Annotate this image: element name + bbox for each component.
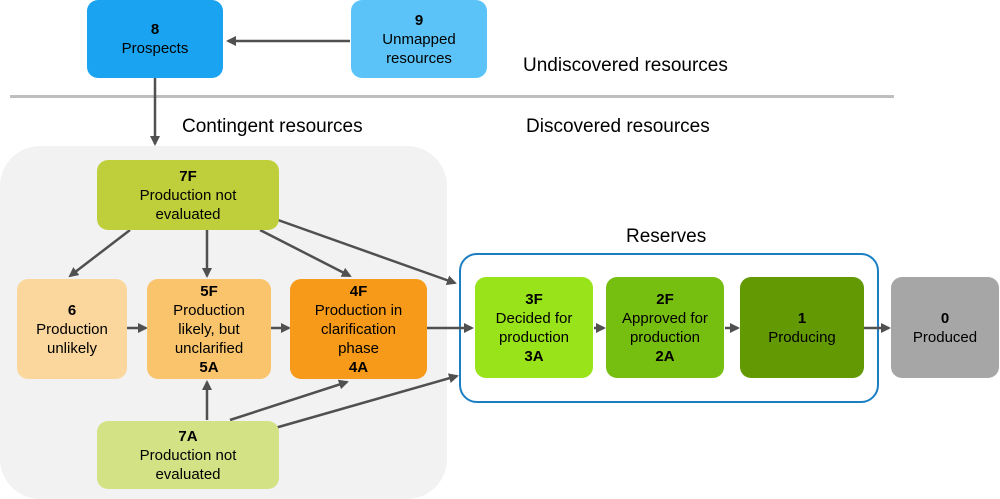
node-4-code-alt: 4A: [348, 358, 369, 376]
discovered-resources-label: Discovered resources: [526, 116, 710, 137]
node-3-code-alt: 3A: [524, 347, 544, 365]
arrow-7a-to-reserves: [274, 373, 459, 430]
node-5-code: 5F: [200, 282, 218, 300]
node-2-code-alt: 2A: [655, 347, 675, 365]
discovery-divider: [10, 95, 894, 98]
node-2-approved-for-production: 2F Approved for production 2A: [606, 277, 724, 378]
node-4-code: 4F: [349, 282, 368, 300]
node-2-code: 2F: [656, 290, 674, 308]
node-7a-production-not-evaluated: 7A Production not evaluated: [97, 421, 279, 489]
node-7f-production-not-evaluated: 7F Production not evaluated: [97, 160, 279, 230]
node-5-production-likely: 5F Production likely, but unclarified 5A: [147, 279, 271, 379]
node-1-producing: 1 Producing: [740, 277, 864, 378]
node-7a-text: Production not evaluated: [139, 446, 237, 483]
node-3-decided-for-production: 3F Decided for production 3A: [475, 277, 593, 378]
node-6-code: 6: [67, 301, 77, 319]
node-5-code-alt: 5A: [199, 358, 219, 376]
node-6-production-unlikely: 6 Production unlikely: [17, 279, 127, 379]
reserves-label: Reserves: [626, 226, 707, 247]
node-9-text: Unmapped resources: [382, 30, 456, 67]
arrow-7f-to-6: [68, 229, 131, 278]
node-4-production-in-clarification: 4F Production in clarification phase 4A: [290, 279, 427, 379]
node-9-code: 9: [414, 11, 424, 29]
node-0-text: Produced: [912, 328, 978, 346]
node-8-code: 8: [150, 21, 160, 38]
arrow-7a-to-4: [229, 379, 349, 422]
arrow-7f-to-4: [259, 228, 352, 278]
node-6-text: Production unlikely: [36, 320, 108, 357]
node-5-text: Production likely, but unclarified: [173, 301, 245, 357]
undiscovered-resources-label: Undiscovered resources: [523, 55, 728, 76]
contingent-resources-label: Contingent resources: [182, 116, 363, 137]
node-7f-code: 7F: [179, 167, 197, 185]
node-8-text: Prospects: [121, 40, 189, 57]
node-3-code: 3F: [525, 290, 543, 308]
node-1-code: 1: [797, 309, 807, 327]
node-8-prospects: 8 Prospects: [87, 0, 223, 78]
arrow-7f-to-reserves: [277, 218, 457, 286]
node-4-text: Production in clarification phase: [314, 301, 403, 357]
node-0-produced: 0 Produced: [891, 277, 999, 378]
node-3-text: Decided for production: [495, 309, 573, 346]
node-7a-code: 7A: [178, 427, 198, 445]
node-9-unmapped-resources: 9 Unmapped resources: [351, 0, 487, 78]
node-1-text: Producing: [768, 328, 836, 346]
node-7f-text: Production not evaluated: [139, 186, 237, 223]
node-2-text: Approved for production: [622, 309, 708, 346]
node-0-code: 0: [940, 309, 950, 327]
